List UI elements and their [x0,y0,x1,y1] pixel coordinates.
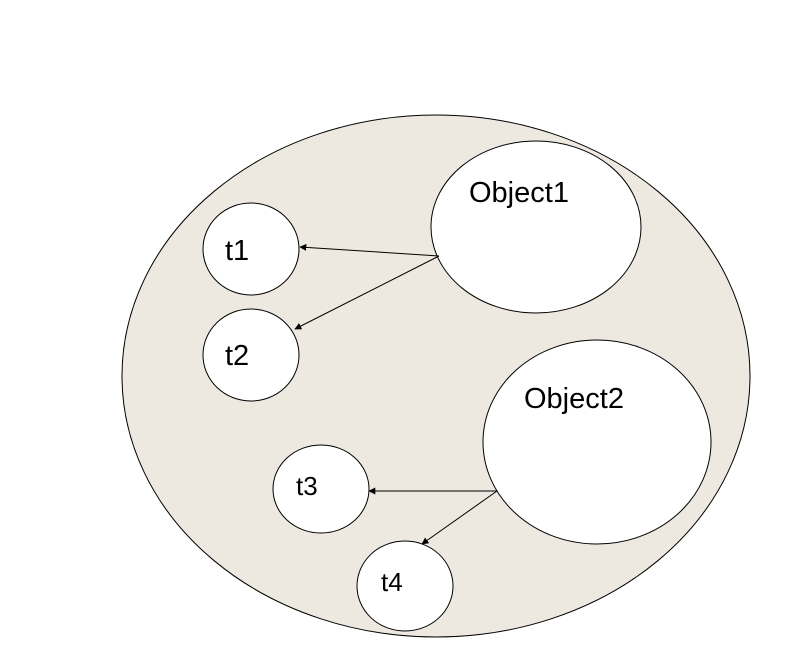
thread-t4-node: t4 [356,540,454,632]
thread-t3-ellipse [272,444,370,534]
thread-t2-ellipse [202,308,300,402]
thread-t1-ellipse [202,202,300,296]
object2-ellipse [482,339,712,545]
object1-ellipse [430,140,642,314]
thread-t3-node: t3 [272,444,370,534]
thread-t2-label: t2 [225,340,249,372]
object1-node: Object1 [430,140,642,314]
thread-t2-node: t2 [202,308,300,402]
thread-t1-label: t1 [225,235,249,267]
object2-label: Object2 [524,383,624,415]
thread-t1-node: t1 [202,202,300,296]
object1-label: Object1 [469,177,569,209]
arrow-object1-to-t2 [294,255,440,330]
thread-t4-label: t4 [381,567,403,597]
arrow-object2-to-t4 [421,490,498,545]
thread-t3-label: t3 [296,471,318,501]
arrow-object1-to-t1 [299,243,440,257]
object2-node: Object2 [482,339,712,545]
thread-t4-ellipse [356,540,454,632]
